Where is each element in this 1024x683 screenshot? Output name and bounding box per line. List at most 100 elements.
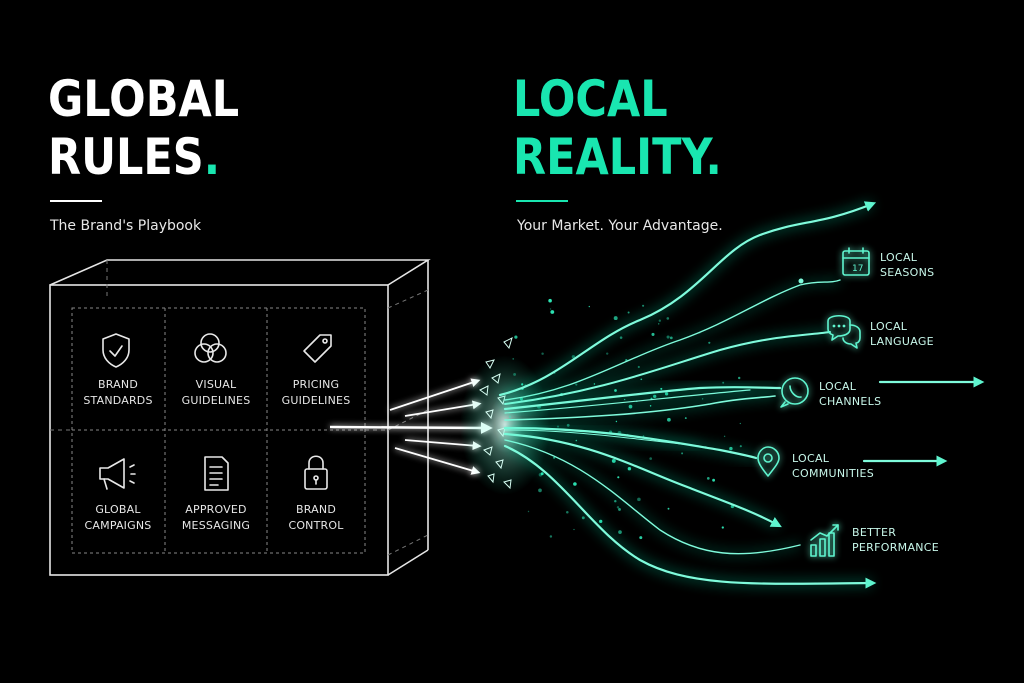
playbook-cell-label: VISUAL: [196, 378, 237, 391]
shattered-fragments: [479, 337, 513, 490]
local-outcome-label: LOCAL: [870, 320, 908, 333]
particle: [721, 526, 724, 529]
particle: [549, 308, 552, 310]
particle: [619, 336, 623, 339]
particle: [627, 311, 630, 314]
particle: [614, 389, 617, 392]
particle: [649, 405, 652, 407]
particle: [606, 352, 609, 355]
particle: [739, 445, 742, 448]
particle: [722, 381, 725, 384]
local-outcome-label: COMMUNITIES: [792, 467, 874, 480]
playbook-cell-label: BRAND: [296, 503, 336, 516]
chat-bubbles-icon: [827, 314, 861, 349]
local-outcome-label: PERFORMANCE: [852, 541, 939, 554]
particle: [616, 506, 620, 509]
particle: [706, 477, 710, 480]
flow-stream: [503, 386, 782, 411]
particle: [666, 317, 670, 320]
playbook-cell-label: GUIDELINES: [282, 394, 351, 407]
playbook-cell-label: MESSAGING: [182, 519, 250, 532]
particle: [513, 372, 517, 376]
flow-stream: [504, 395, 776, 421]
particle: [624, 398, 626, 401]
particle: [651, 332, 655, 336]
playbook-cell-label: APPROVED: [185, 503, 246, 516]
playbook-cell-label: STANDARDS: [83, 394, 152, 407]
local-outcome-label: CHANNELS: [819, 395, 881, 408]
particle: [538, 488, 542, 493]
particle: [566, 510, 569, 514]
shield-check-icon: [102, 333, 130, 368]
playbook-cell-label: PRICING: [293, 378, 340, 391]
particle: [708, 341, 711, 344]
local-outcome-label: LANGUAGE: [870, 335, 934, 348]
particle: [548, 298, 552, 303]
flow-node: [798, 278, 804, 284]
particle: [588, 305, 590, 308]
particle: [575, 439, 578, 442]
particle: [739, 422, 741, 425]
local-outcome-label: LOCAL: [819, 380, 857, 393]
map-pin-icon: [757, 446, 780, 477]
global-rules-accent-dot: .: [203, 128, 221, 186]
local-outcome-label: SEASONS: [880, 266, 934, 279]
local-outcome-label: LOCAL: [792, 452, 830, 465]
particle: [541, 352, 544, 355]
global-rules-headline-line2: RULES.: [48, 128, 239, 186]
global-rules-headline-word: RULES: [48, 128, 204, 186]
input-arrow: [389, 378, 481, 411]
particle: [712, 478, 715, 482]
flow-stream: [504, 439, 801, 555]
global-rules-headline-line1: GLOBAL: [48, 70, 240, 128]
local-reality-headline-word: REALITY: [513, 128, 706, 186]
playbook-box-bottom-edge: [387, 549, 429, 576]
particle: [512, 358, 514, 360]
particle: [681, 452, 684, 455]
particle: [667, 417, 671, 422]
particle: [723, 435, 726, 438]
particle: [701, 398, 704, 400]
flow-stream: [504, 429, 701, 447]
particle: [613, 316, 618, 321]
flow-stream: [498, 201, 877, 397]
local-flow-streams: [498, 200, 985, 589]
padlock-icon: [304, 455, 328, 490]
particle: [737, 376, 741, 380]
particle: [649, 457, 652, 460]
flow-stream-glow: [499, 200, 874, 399]
playbook-grid: [71, 307, 366, 554]
particle: [667, 507, 670, 510]
particle: [637, 497, 641, 502]
particle: [599, 519, 603, 524]
document-icon: [204, 456, 229, 491]
particle: [614, 499, 617, 503]
particle: [514, 335, 518, 339]
flow-stream: [503, 444, 877, 589]
global-rules-headline: GLOBAL RULES.: [48, 70, 239, 186]
local-reality-headline: LOCAL REALITY.: [513, 70, 722, 186]
particle: [657, 323, 660, 325]
playbook-box-top: [49, 259, 431, 286]
local-outcome-labels: LOCALSEASONSLOCALLANGUAGELOCALCHANNELSLO…: [792, 251, 939, 554]
playbook-cell-label: CAMPAIGNS: [85, 519, 152, 532]
particle: [573, 482, 577, 486]
calendar-icon: 17: [842, 247, 870, 276]
input-arrow: [394, 447, 481, 475]
flow-stream-glow: [504, 278, 841, 403]
venn-circles-icon: [194, 333, 227, 363]
whatsapp-icon: [780, 377, 809, 408]
particle: [615, 420, 618, 423]
flow-stream: [504, 331, 831, 405]
local-reality-subtitle: Your Market. Your Advantage.: [517, 218, 723, 234]
bar-chart-icon: [810, 524, 839, 557]
particle: [639, 536, 643, 540]
global-rules-underline: [50, 200, 102, 202]
playbook-cell-label: GLOBAL: [95, 503, 141, 516]
playbook-cell-labels: BRANDSTANDARDSVISUALGUIDELINESPRICINGGUI…: [83, 378, 350, 532]
flow-stream: [504, 279, 841, 401]
particle: [566, 423, 570, 427]
particle: [658, 319, 661, 322]
playbook-box: [49, 259, 431, 576]
